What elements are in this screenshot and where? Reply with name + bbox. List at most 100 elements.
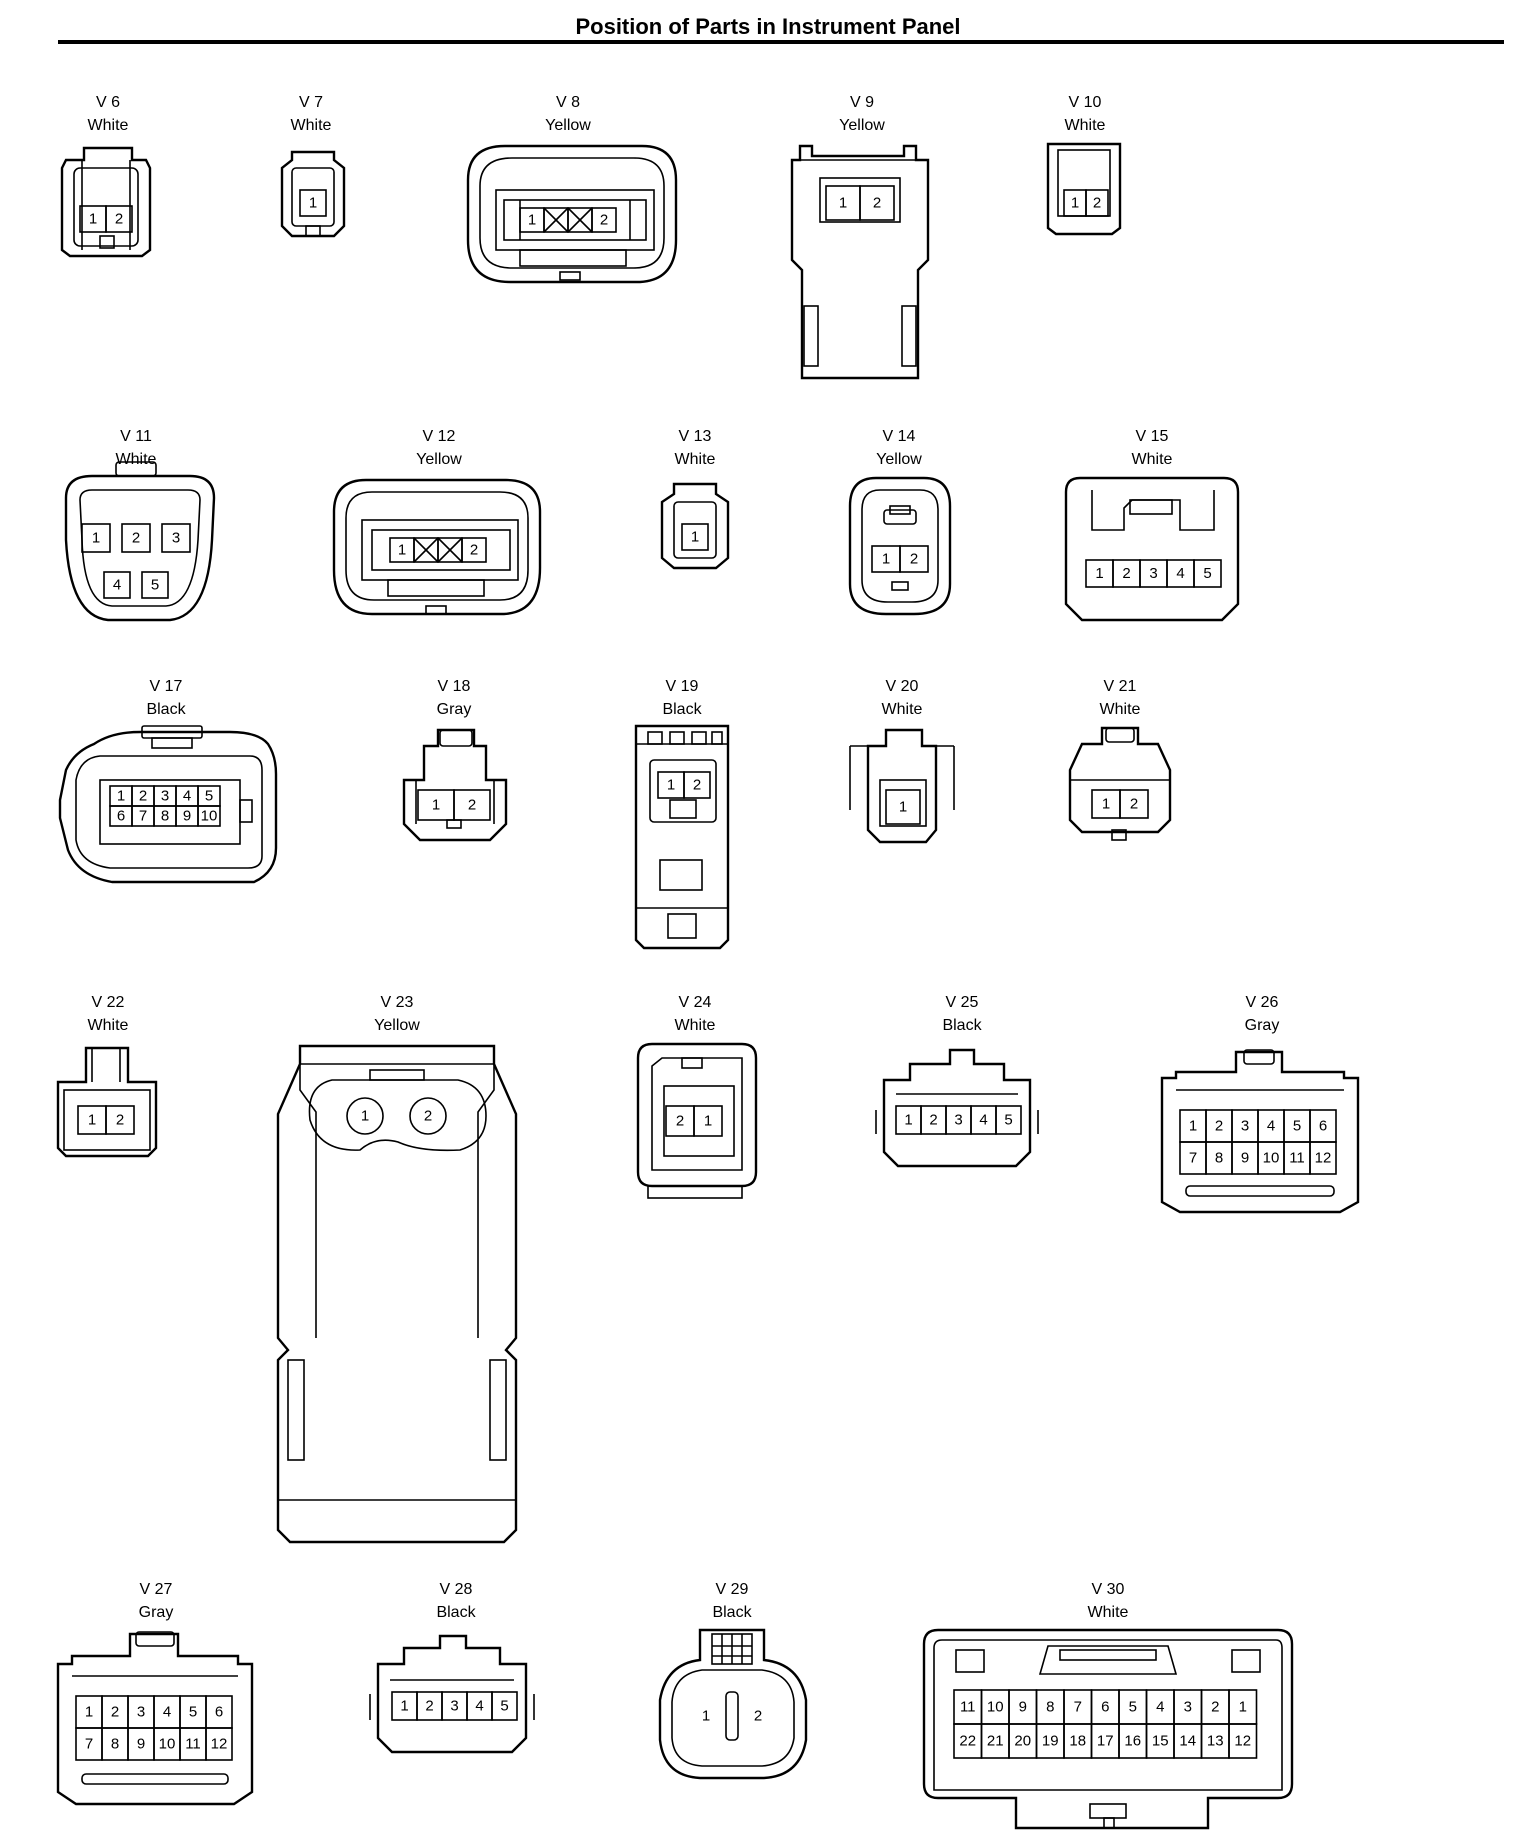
housing-outline: [1185, 1185, 1335, 1197]
housing-outline: [1068, 726, 1172, 834]
housing-outline: [56, 1632, 254, 1806]
pin-number: 8: [1215, 1150, 1223, 1167]
pin-number: 4: [979, 1112, 987, 1129]
housing-outline: [866, 728, 938, 844]
pin-cavity: [683, 771, 711, 799]
connector-id: V 8: [556, 94, 580, 111]
pin-number: 6: [117, 808, 125, 825]
page-title: Position of Parts in Instrument Panel: [575, 14, 961, 39]
housing-outline: [239, 799, 253, 823]
housing-outline: [1038, 1645, 1178, 1675]
housing-outline: [79, 489, 201, 607]
pin-number: 1: [85, 1704, 93, 1721]
housing-outline: [1243, 1049, 1275, 1065]
housing-outline: [425, 605, 447, 615]
connector-color: Black: [146, 701, 186, 718]
pin-number: 1: [309, 195, 317, 212]
pin-number: 4: [1156, 1699, 1164, 1716]
pin-number: 21: [987, 1733, 1004, 1750]
housing-outline: [346, 1097, 384, 1135]
pin-number: 2: [910, 551, 918, 568]
pin-cavity: [995, 1105, 1022, 1135]
pin-number: 1: [899, 799, 907, 816]
housing-outline: [519, 249, 627, 267]
housing-outline: [371, 529, 511, 571]
pin-number: 1: [89, 211, 97, 228]
housing-outline: [332, 478, 542, 616]
housing-outline: [891, 581, 909, 591]
connector-color: Gray: [437, 701, 472, 718]
pin-number: 4: [113, 577, 121, 594]
housing-outline: [933, 1639, 1283, 1791]
pin-number: 10: [987, 1699, 1004, 1716]
pin-cavity: [205, 1727, 233, 1761]
pin-number: 5: [1203, 565, 1211, 582]
connector-color: White: [116, 451, 157, 468]
housing-outline: [73, 167, 139, 247]
pin-cavity: [105, 205, 133, 233]
pin-number: 2: [600, 212, 608, 229]
connector-color: Gray: [139, 1604, 174, 1621]
housing-outline: [922, 1628, 1294, 1830]
connector-id: V 26: [1246, 994, 1279, 1011]
pin-number: 10: [1263, 1150, 1280, 1167]
housing-outline: [115, 461, 157, 477]
pin-number: 2: [1093, 195, 1101, 212]
housing-outline: [402, 728, 508, 842]
pin-number: 1: [704, 1113, 712, 1130]
housing-outline: [387, 579, 485, 597]
housing-outline: [848, 476, 952, 616]
housing-outline: [1129, 499, 1173, 515]
pin-number: 1: [1239, 1699, 1247, 1716]
pin-cavity: [461, 537, 487, 563]
pin-number: 7: [139, 808, 147, 825]
pin-number: 1: [432, 797, 440, 814]
pin-cavity: [103, 571, 131, 599]
pin-number: 14: [1179, 1733, 1196, 1750]
connector-id: V 14: [883, 428, 916, 445]
connector-id: V 22: [92, 994, 125, 1011]
pin-number: 1: [1189, 1118, 1197, 1135]
connector-id: V 13: [679, 428, 712, 445]
pin-number: 4: [475, 1698, 483, 1715]
housing-outline: [1059, 1649, 1157, 1661]
housing-outline: [673, 501, 717, 559]
housing-outline: [1089, 1803, 1127, 1819]
pin-number: 5: [500, 1698, 508, 1715]
connector-color: Black: [436, 1604, 476, 1621]
pin-number: 3: [1149, 565, 1157, 582]
housing-outline: [955, 1649, 985, 1673]
housing-outline: [889, 505, 911, 515]
connector-id: V 21: [1104, 678, 1137, 695]
pin-number: 1: [398, 542, 406, 559]
pin-number: 8: [1046, 1699, 1054, 1716]
housing-outline: [135, 1631, 175, 1647]
housing-detail: [413, 537, 439, 563]
connector-id: V 17: [150, 678, 183, 695]
pin-number: 8: [161, 808, 169, 825]
pin-cavity: [1119, 789, 1149, 819]
pin-number: 1: [361, 1108, 369, 1125]
housing-outline: [305, 225, 321, 237]
pin-number: 5: [205, 788, 213, 805]
pin-cavity: [81, 523, 111, 553]
pin-number: 5: [189, 1704, 197, 1721]
housing-outline: [280, 150, 346, 238]
pin-number: 2: [132, 530, 140, 547]
housing-outline: [1046, 142, 1122, 236]
pin-cavity: [105, 1105, 135, 1135]
housing-outline: [56, 1046, 158, 1158]
pin-number: 2: [424, 1108, 432, 1125]
pin-number: 4: [183, 788, 191, 805]
